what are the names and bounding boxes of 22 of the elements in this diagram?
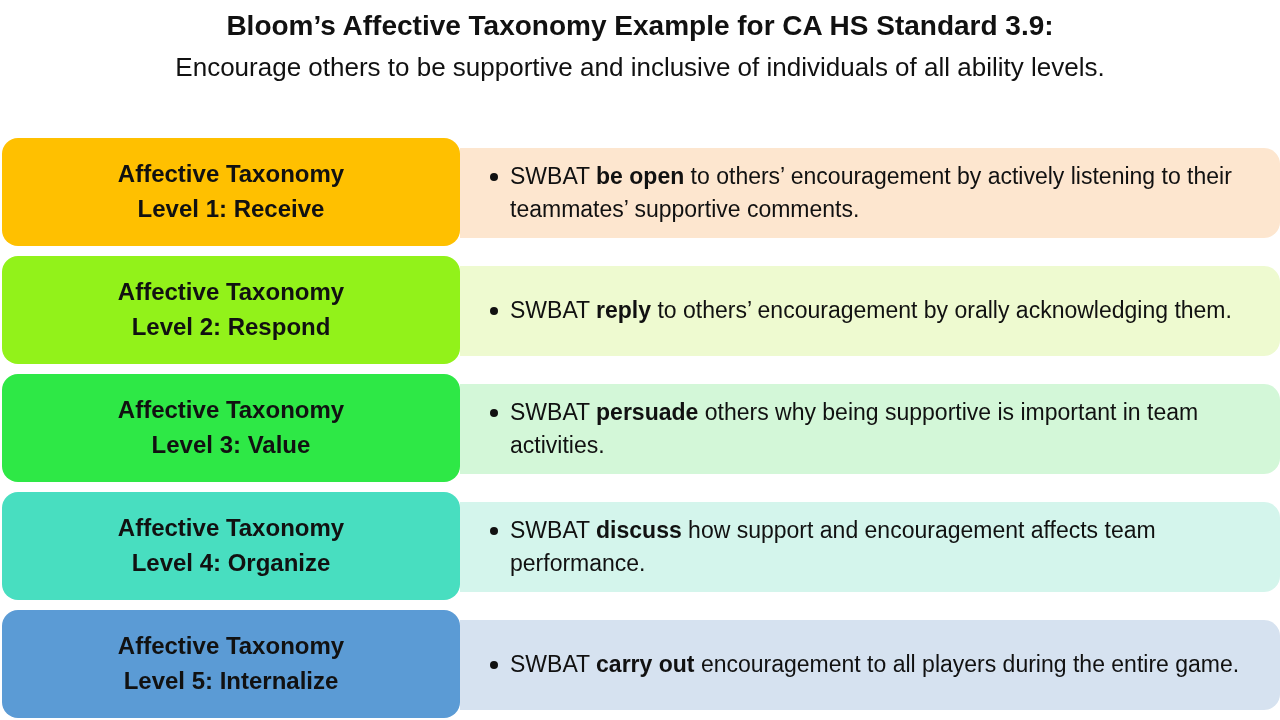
description-panel [460, 502, 1280, 592]
description-panel [460, 266, 1280, 356]
description-text: SWBAT be open to others’ encouragement by actively listening to their teammates’ supportive comments. [510, 161, 1233, 224]
subtitle: Encourage others to be supportive and inclusive of individuals of all ability levels. [175, 52, 1105, 83]
level-box [2, 138, 460, 246]
level-heading: Affective Taxonomy Level 5: Internalize [116, 631, 346, 696]
level-heading: Affective Taxonomy Level 2: Respond [116, 277, 346, 342]
description-text: SWBAT reply to others’ encouragement by orally acknowledging them. [510, 296, 1232, 326]
level-box [2, 492, 460, 600]
description-text: SWBAT persuade others why being supportive is important in team activities. [510, 397, 1200, 460]
description-panel [460, 620, 1280, 710]
level-heading: Affective Taxonomy Level 1: Receive [116, 159, 346, 224]
level-heading: Affective Taxonomy Level 3: Value [116, 395, 346, 460]
description-text: SWBAT discuss how support and encouragement affects team performance. [510, 515, 1157, 578]
level-box [2, 374, 460, 482]
description-panel [460, 384, 1280, 474]
title: Bloom’s Affective Taxonomy Example for CA HS Standard 3.9: [226, 10, 1054, 42]
description-text: SWBAT carry out encouragement to all players during the entire game. [510, 650, 1240, 680]
level-heading: Affective Taxonomy Level 4: Organize [116, 513, 346, 578]
description-panel [460, 148, 1280, 238]
level-box [2, 610, 460, 718]
level-box [2, 256, 460, 364]
